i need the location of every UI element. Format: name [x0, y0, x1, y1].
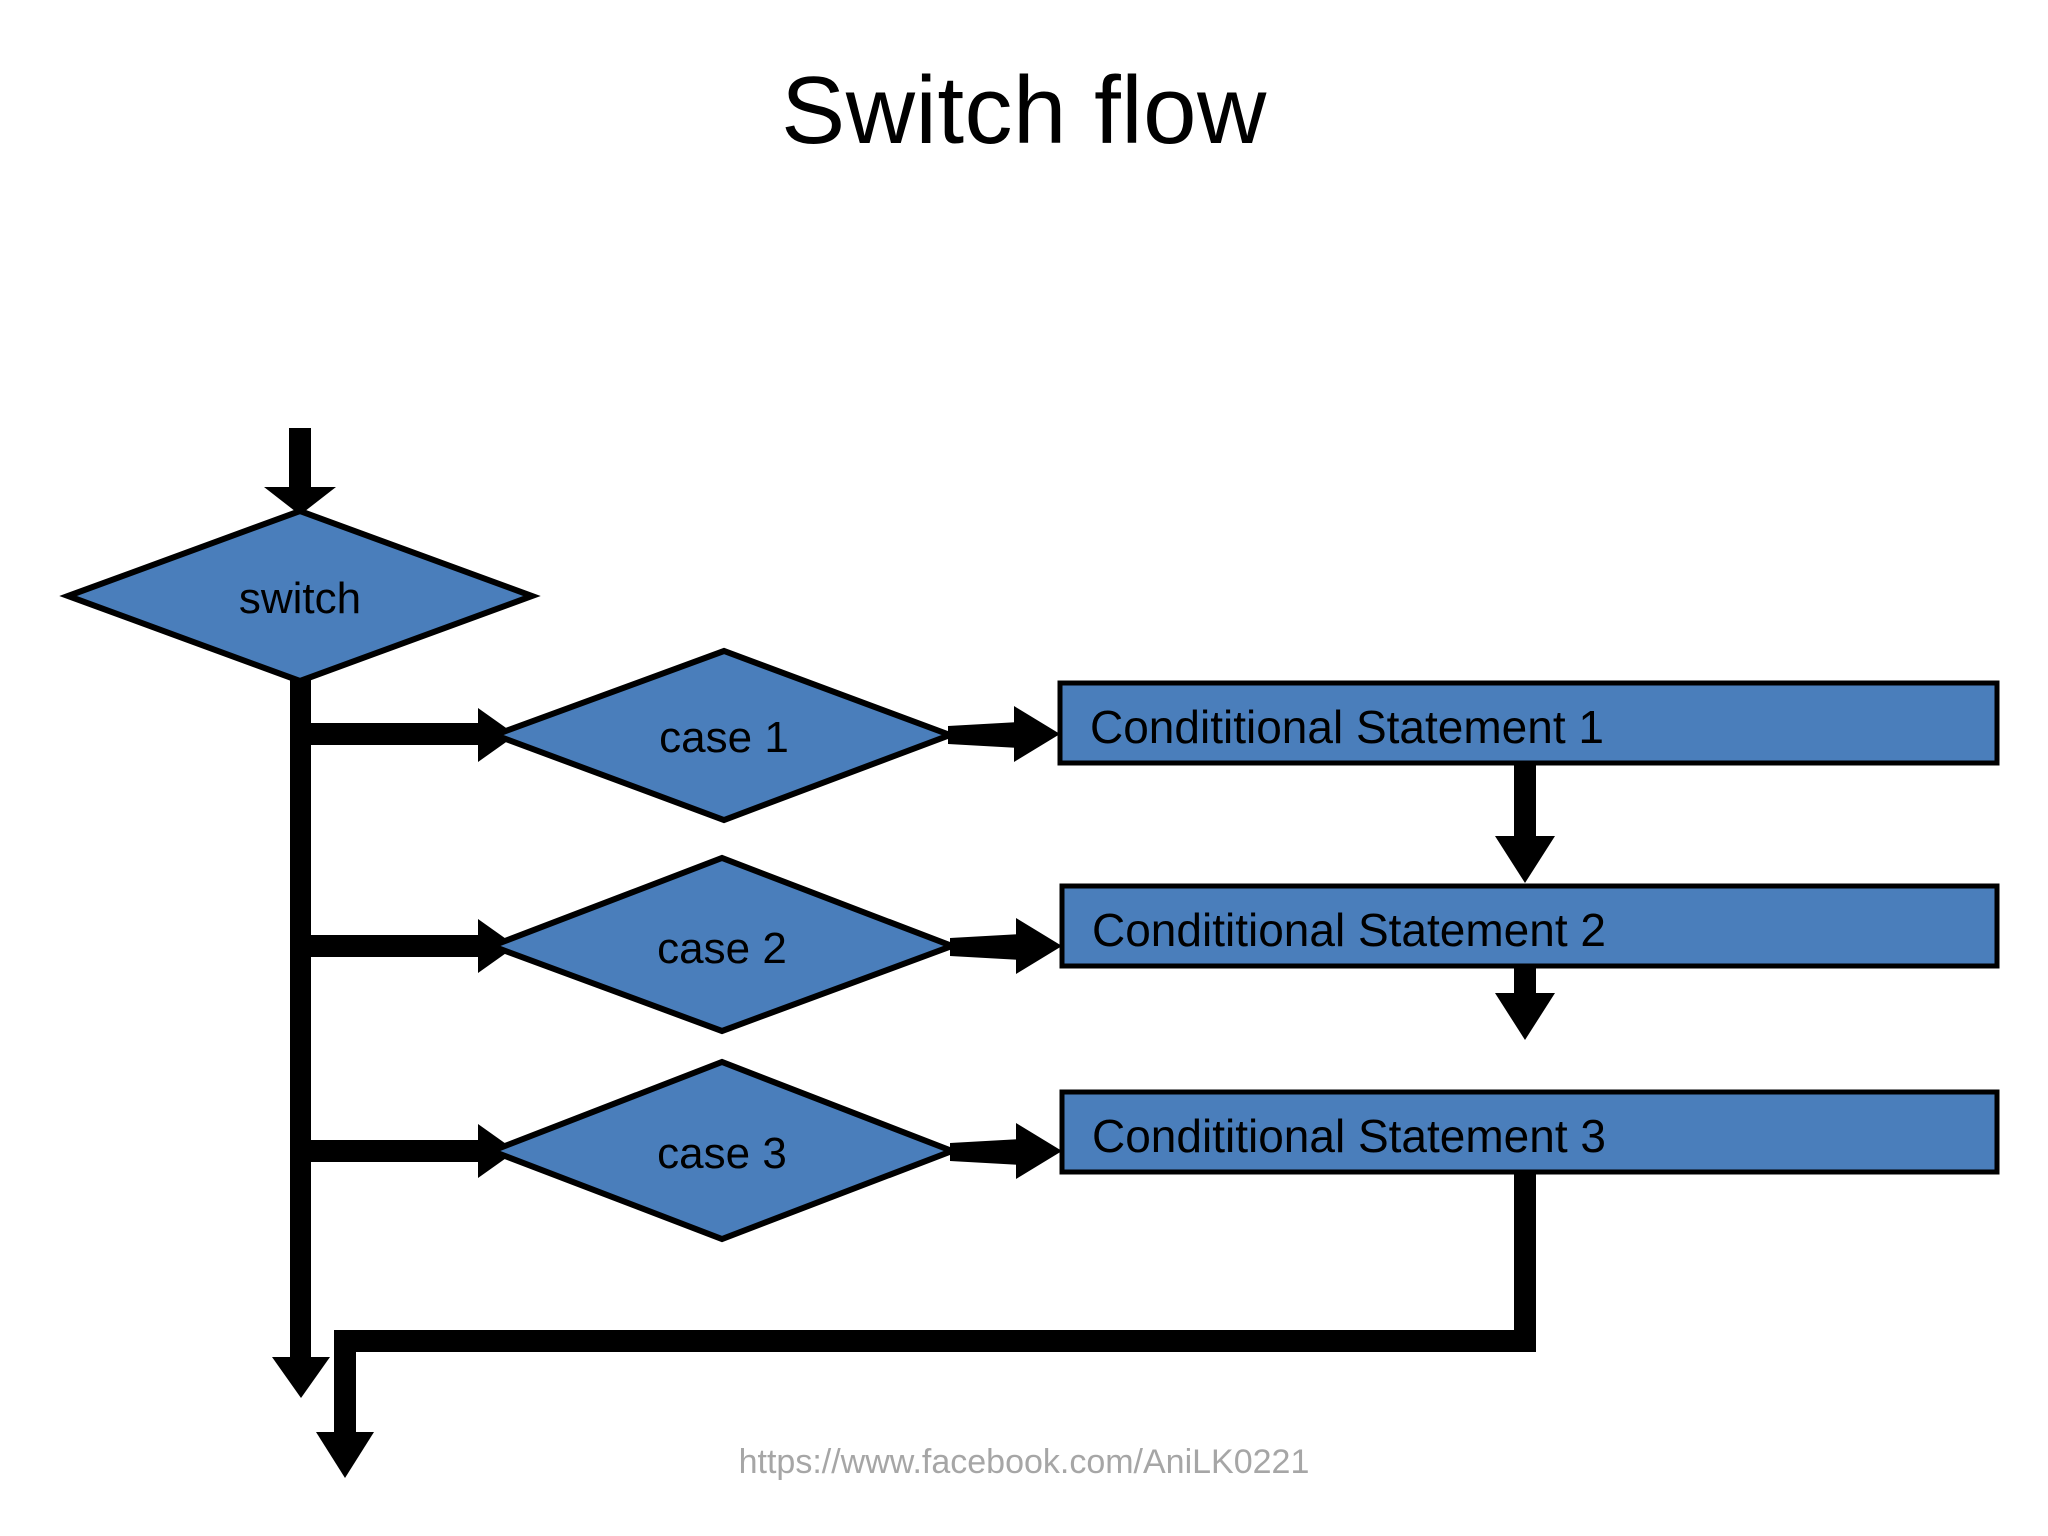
edge-case2-to-stmt2 — [950, 918, 1062, 974]
edge-switch-to-case3 — [300, 1124, 516, 1178]
decision-case1[interactable] — [486, 647, 959, 824]
page-title: Switch flow — [781, 57, 1267, 164]
decision-case3[interactable] — [483, 1058, 961, 1243]
edge-stmt3-to-exit — [316, 1172, 1536, 1478]
source-url-caption: https://www.facebook.com/AniLK0221 — [738, 1443, 1310, 1481]
decision-case2[interactable] — [483, 854, 961, 1035]
edge-case1-to-stmt1 — [948, 706, 1060, 762]
edge-switch-to-case1 — [300, 708, 516, 762]
edge-switch-spine — [272, 678, 330, 1398]
edge-case3-to-stmt3 — [950, 1123, 1062, 1179]
process-stmt1[interactable] — [1057, 680, 2000, 766]
edge-entry-to-switch — [264, 428, 336, 515]
process-stmt3[interactable] — [1059, 1089, 2000, 1175]
process-stmt2[interactable] — [1059, 883, 2000, 969]
edge-stmt1-to-stmt2 — [1495, 764, 1555, 883]
decision-switch[interactable] — [59, 507, 541, 685]
edge-switch-to-case2 — [300, 919, 516, 973]
